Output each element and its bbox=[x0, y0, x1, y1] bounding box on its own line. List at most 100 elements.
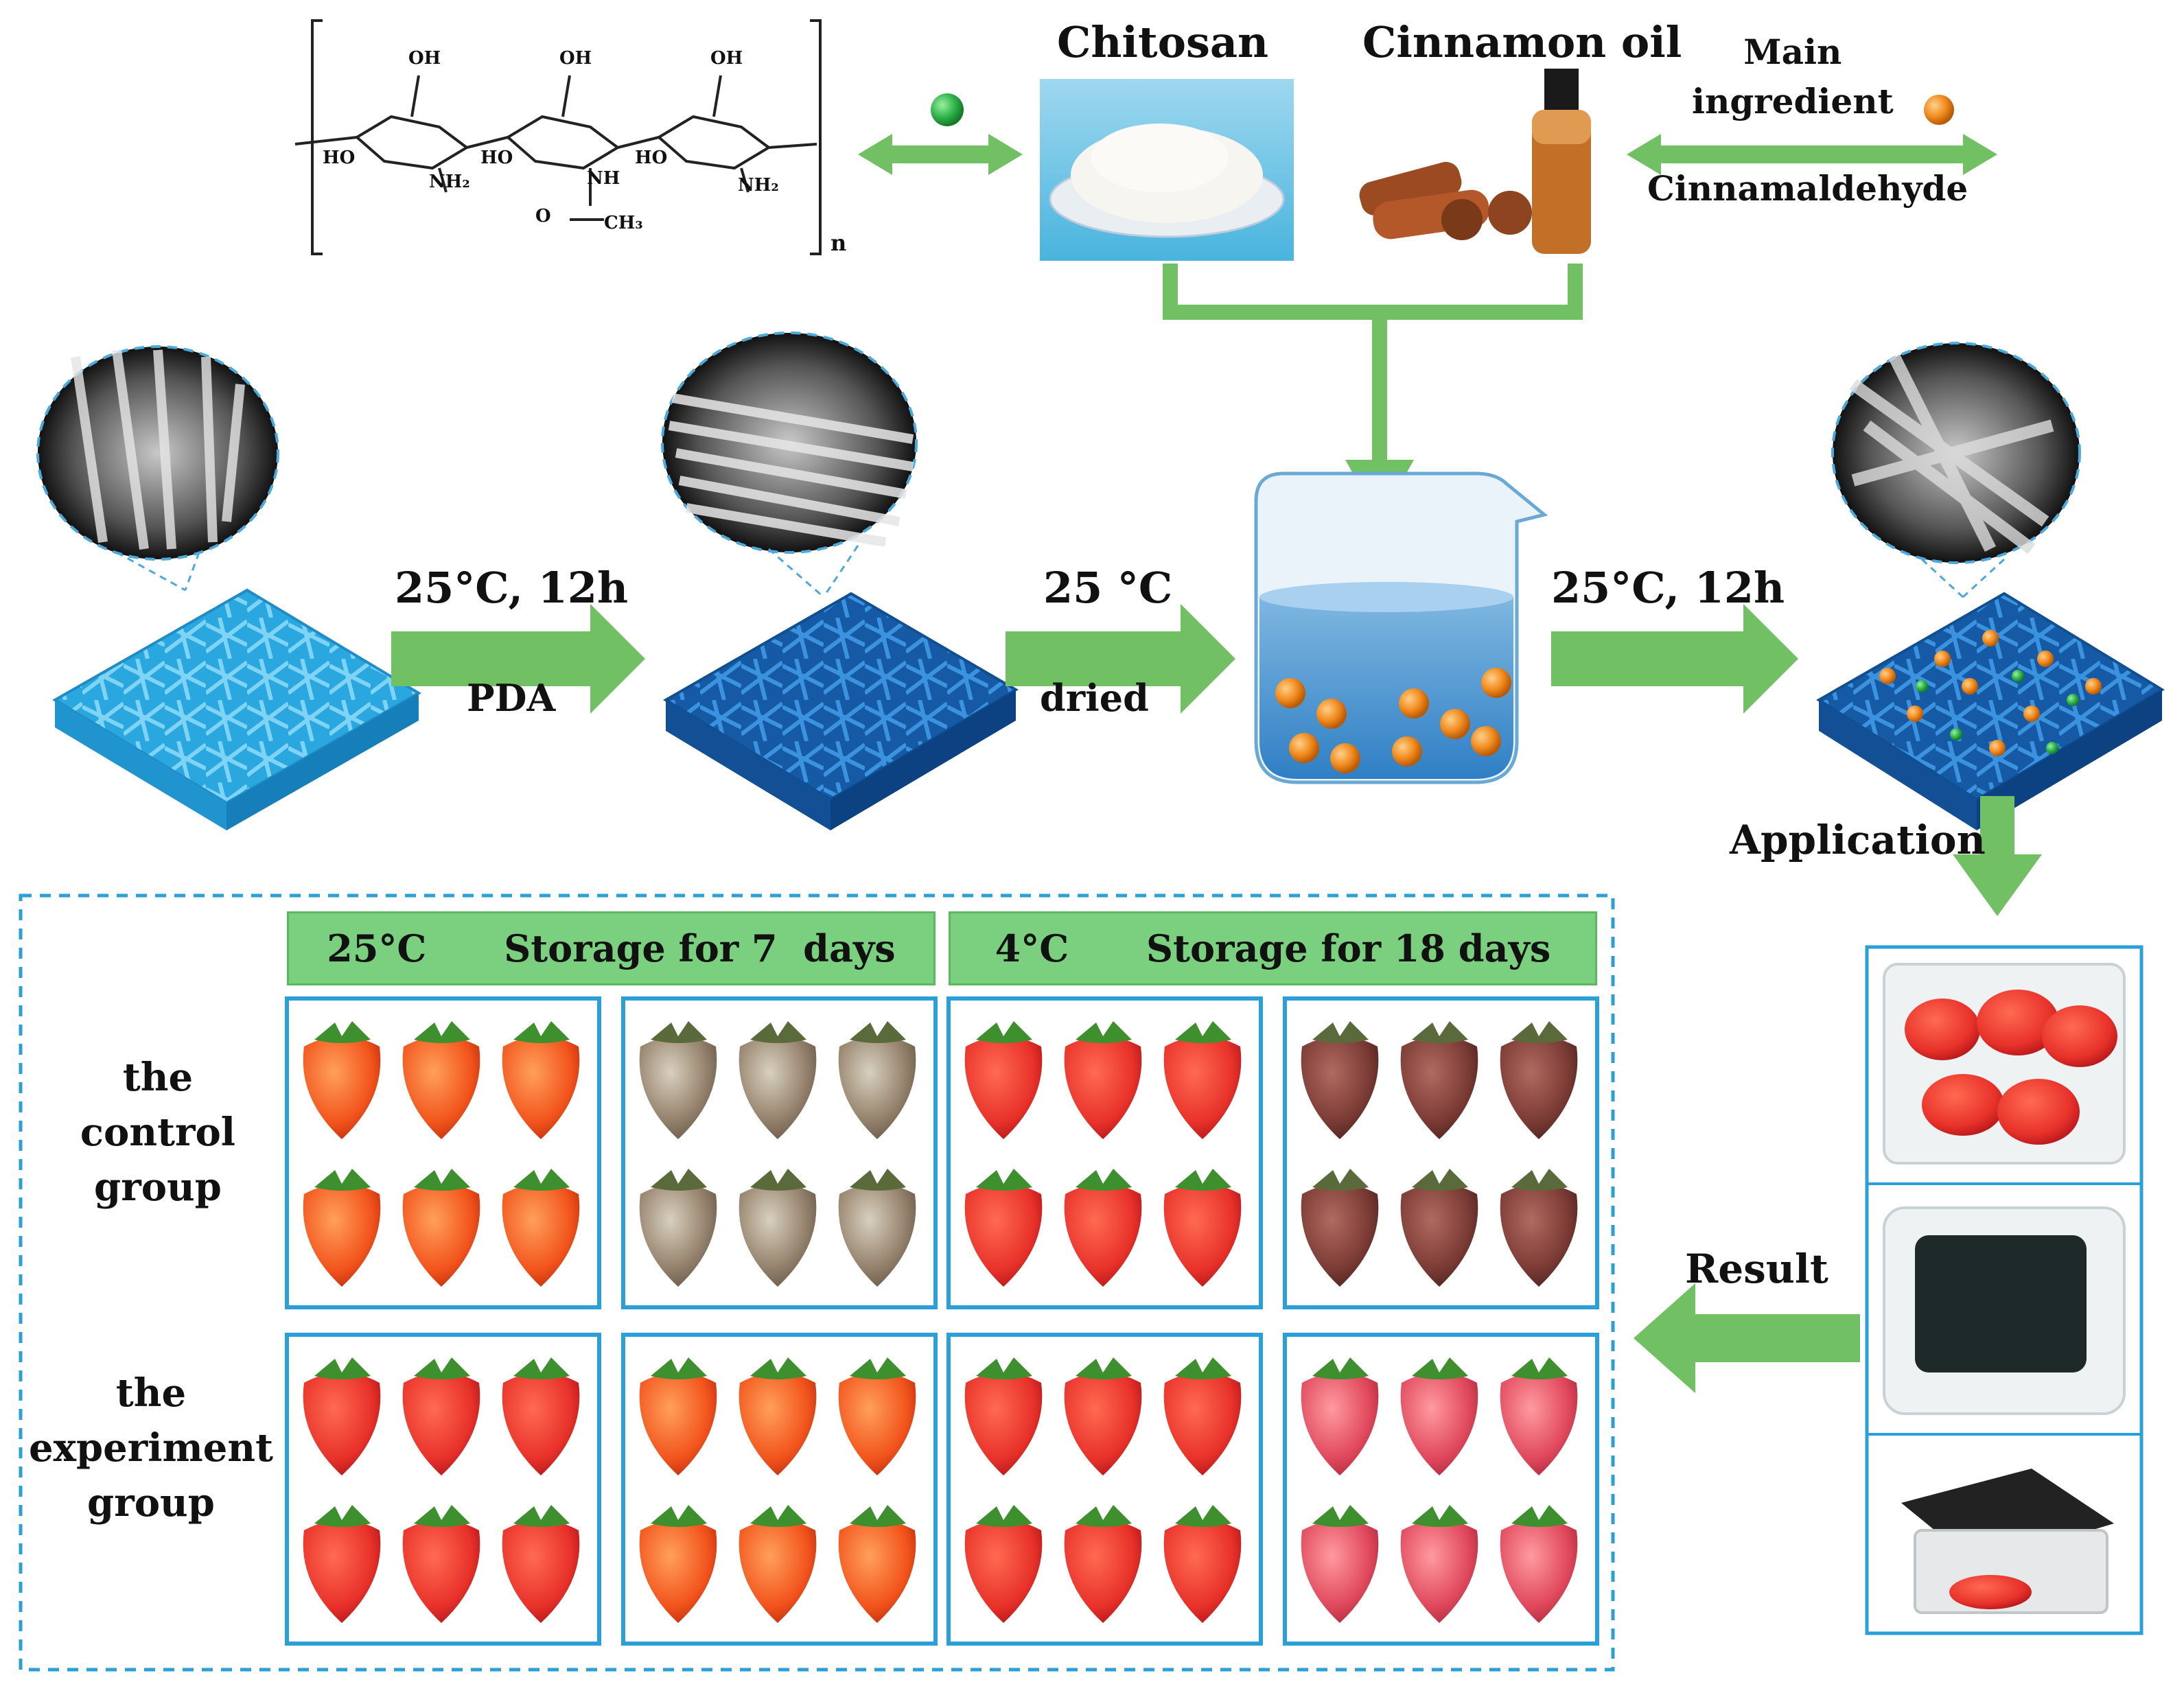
strawberry bbox=[1064, 1520, 1142, 1623]
strawberry-leaf bbox=[1511, 1505, 1568, 1527]
strawberry bbox=[502, 1036, 580, 1139]
strawberry-leaf bbox=[976, 1357, 1032, 1379]
panel-control-25c-day7 bbox=[621, 996, 938, 1309]
strawberry bbox=[1500, 1036, 1578, 1139]
strawberry bbox=[402, 1520, 480, 1623]
panel-control-4c-day18 bbox=[1283, 996, 1599, 1309]
chem-ch3: CH₃ bbox=[604, 213, 643, 233]
header-4c-text: Storage for 18 days bbox=[1146, 926, 1551, 970]
merge-arrow bbox=[1163, 264, 1583, 467]
strawberry bbox=[502, 1184, 580, 1287]
chem-ho-2: HO bbox=[480, 148, 513, 168]
sem-image-3 bbox=[1831, 342, 2081, 564]
strawberry bbox=[739, 1036, 817, 1139]
strawberry-leaf bbox=[314, 1021, 371, 1043]
header-4c: 4°C Storage for 18 days bbox=[949, 911, 1597, 985]
step2-condition: 25 °C bbox=[1043, 563, 1173, 613]
strawberry bbox=[1064, 1184, 1142, 1287]
strawberry-leaf bbox=[850, 1169, 906, 1191]
mat-2 bbox=[663, 592, 1019, 830]
strawberry-leaf bbox=[1175, 1505, 1231, 1527]
packaging-photos bbox=[1865, 945, 2144, 1635]
strawberry bbox=[303, 1036, 381, 1139]
strawberry-leaf bbox=[513, 1021, 570, 1043]
strawberry bbox=[1064, 1373, 1142, 1475]
strawberry-leaf bbox=[513, 1505, 570, 1527]
strawberry bbox=[739, 1520, 817, 1623]
panel-experiment-4c-day18 bbox=[1283, 1333, 1599, 1646]
sem-image-1 bbox=[36, 345, 279, 561]
strawberry-leaf bbox=[1412, 1021, 1468, 1043]
strawberry-leaf bbox=[850, 1021, 906, 1043]
strawberry-leaf bbox=[1175, 1357, 1231, 1379]
strawberry-leaf bbox=[850, 1505, 906, 1527]
strawberry bbox=[1301, 1184, 1379, 1287]
header-25c-text: Storage for 7 days bbox=[504, 926, 896, 970]
strawberry bbox=[1500, 1373, 1578, 1475]
strawberry-leaf bbox=[314, 1505, 371, 1527]
strawberry bbox=[1163, 1184, 1242, 1287]
strawberry-leaf bbox=[1511, 1021, 1568, 1043]
strawberry bbox=[639, 1036, 717, 1139]
subscript-n: n bbox=[830, 230, 847, 256]
strawberry-leaf bbox=[750, 1357, 806, 1379]
strawberry bbox=[402, 1036, 480, 1139]
chitosan-photo bbox=[1040, 79, 1294, 261]
strawberry-leaf bbox=[1312, 1505, 1369, 1527]
chem-nh2-2: NH₂ bbox=[738, 175, 779, 196]
header-4c-temp: 4°C bbox=[995, 926, 1069, 970]
strawberry-leaf bbox=[1312, 1021, 1369, 1043]
strawberry-leaf bbox=[1412, 1169, 1468, 1191]
step1-condition: 25°C, 12h bbox=[395, 563, 629, 613]
strawberry bbox=[303, 1373, 381, 1475]
strawberry bbox=[1301, 1036, 1379, 1139]
strawberry bbox=[1400, 1373, 1478, 1475]
strawberry-leaf bbox=[850, 1357, 906, 1379]
strawberry-leaf bbox=[1076, 1021, 1132, 1043]
chem-oh-2: OH bbox=[559, 48, 592, 69]
strawberry bbox=[639, 1184, 717, 1287]
strawberry-leaf bbox=[314, 1357, 371, 1379]
chitosan-label: Chitosan bbox=[1057, 17, 1269, 67]
strawberry-leaf bbox=[513, 1357, 570, 1379]
mat-3 bbox=[1816, 592, 2165, 830]
step1-reagent: PDA bbox=[467, 676, 556, 720]
strawberry bbox=[402, 1184, 480, 1287]
strawberry-leaf bbox=[1412, 1505, 1468, 1527]
strawberry-leaf bbox=[651, 1169, 707, 1191]
strawberry bbox=[838, 1184, 916, 1287]
chem-nh2-1: NH₂ bbox=[429, 172, 470, 192]
strawberry bbox=[1400, 1184, 1478, 1287]
strawberry bbox=[639, 1520, 717, 1623]
strawberry bbox=[1064, 1036, 1142, 1139]
chem-ho-1: HO bbox=[323, 148, 356, 168]
strawberry-leaf bbox=[1412, 1357, 1468, 1379]
strawberry bbox=[502, 1373, 580, 1475]
panel-experiment-4c-day0 bbox=[946, 1333, 1263, 1646]
strawberry-leaf bbox=[414, 1021, 470, 1043]
strawberry bbox=[639, 1373, 717, 1475]
strawberry-leaf bbox=[1076, 1169, 1132, 1191]
strawberry bbox=[964, 1036, 1043, 1139]
strawberry bbox=[1400, 1520, 1478, 1623]
control-group-label: the control group bbox=[80, 1055, 236, 1210]
cinnamon-oil-photo bbox=[1359, 69, 1591, 254]
application-label: Application bbox=[1730, 817, 1986, 863]
step2-process: dried bbox=[1040, 676, 1149, 720]
chem-o: O bbox=[535, 206, 551, 226]
strawberry bbox=[964, 1184, 1043, 1287]
strawberry bbox=[1163, 1520, 1242, 1623]
strawberry bbox=[739, 1373, 817, 1475]
header-25c: 25°C Storage for 7 days bbox=[287, 911, 936, 985]
step3-condition: 25°C, 12h bbox=[1551, 563, 1785, 613]
strawberry-leaf bbox=[976, 1505, 1032, 1527]
strawberry-leaf bbox=[414, 1357, 470, 1379]
result-label: Result bbox=[1685, 1246, 1828, 1292]
strawberry bbox=[1301, 1520, 1379, 1623]
strawberry bbox=[838, 1373, 916, 1475]
chitosan-structure bbox=[294, 19, 822, 255]
strawberry-leaf bbox=[976, 1021, 1032, 1043]
cinnamon-oil-label: Cinnamon oil bbox=[1362, 17, 1682, 67]
strawberry bbox=[739, 1184, 817, 1287]
